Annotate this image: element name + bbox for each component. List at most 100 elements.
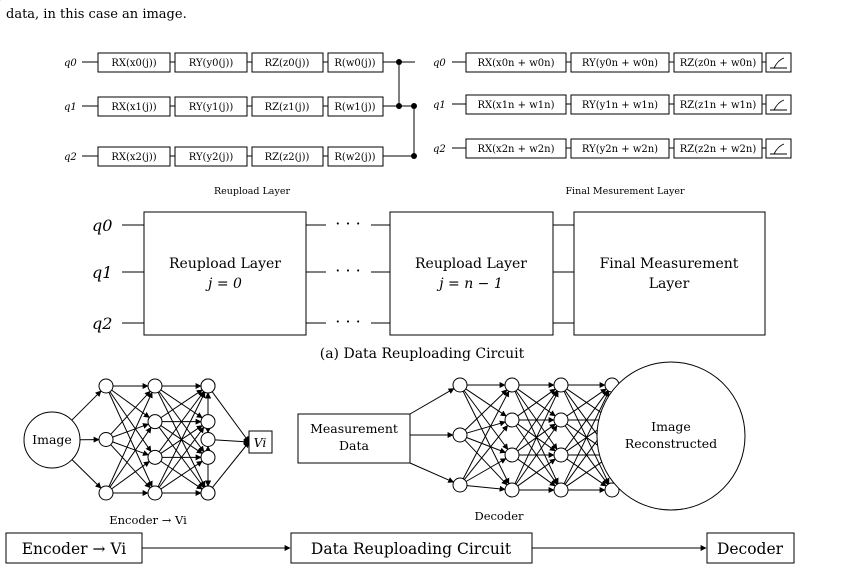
gate-rx-q0-label: RX(x0(j)) bbox=[111, 58, 156, 69]
gate-r-q1-label: R(w1(j)) bbox=[334, 102, 375, 113]
gate-rz-q1 bbox=[251, 96, 324, 117]
final-gate-ry-q1-label: RY(y1n + w1n) bbox=[582, 100, 658, 111]
nn-edge bbox=[515, 390, 558, 450]
intro-text: data, in this case an image. bbox=[6, 7, 187, 22]
reupload-block-last-index: j = n − 1 bbox=[436, 276, 503, 292]
gate-ry-q2 bbox=[174, 146, 248, 167]
nn-edge bbox=[112, 441, 149, 456]
nn-edge bbox=[409, 462, 455, 483]
nn-edge bbox=[71, 459, 102, 489]
nn-edge bbox=[463, 390, 509, 450]
nn-edge bbox=[110, 390, 151, 435]
final-gate-rz-q1-label: RZ(z1n + w1n) bbox=[680, 100, 757, 111]
gate-rx-q1 bbox=[97, 96, 171, 117]
qubit-label-q1: q1 bbox=[64, 102, 77, 113]
qubit-label-q2: q2 bbox=[433, 144, 446, 155]
final-gate-rz-q0 bbox=[673, 52, 763, 73]
ellipsis: · · · bbox=[335, 261, 360, 280]
encoder-caption: Encoder → Vi bbox=[109, 513, 187, 527]
nn-node bbox=[553, 377, 569, 393]
gate-r-q2 bbox=[327, 146, 384, 167]
nn-edge bbox=[465, 458, 507, 482]
circuit-qubit-q2: q2 bbox=[92, 314, 112, 333]
vi-output-label: Vi bbox=[254, 435, 267, 450]
nn-edge bbox=[465, 388, 507, 417]
control-dot bbox=[411, 103, 417, 109]
measurement-meter-icon bbox=[765, 138, 792, 159]
nn-edge bbox=[466, 420, 506, 434]
final-gate-rx-q1-label: RX(x1n + w1n) bbox=[478, 100, 555, 111]
nn-edge bbox=[462, 390, 510, 480]
control-dot bbox=[396, 59, 402, 65]
nn-edge bbox=[517, 458, 556, 487]
final-gate-rx-q1 bbox=[465, 94, 567, 115]
reupload-block-last-title: Reupload Layer bbox=[415, 256, 527, 272]
nn-edge bbox=[111, 461, 150, 490]
gate-rx-q1-label: RX(x1(j)) bbox=[111, 102, 156, 113]
nn-edge bbox=[564, 390, 609, 450]
nn-edge bbox=[517, 388, 556, 417]
nn-edge bbox=[211, 441, 250, 488]
nn-node bbox=[200, 378, 216, 394]
gate-rz-q1-label: RZ(z1(j)) bbox=[265, 102, 310, 113]
measurement-data-line2: Data bbox=[339, 438, 369, 453]
nn-edge bbox=[110, 444, 151, 489]
reupload-layer-circuit: q0 q1 q2 RX(x0(j)) RY(y0(j)) RZ(z0(j)) R… bbox=[64, 52, 417, 197]
gate-rz-q0-label: RZ(z0(j)) bbox=[265, 58, 310, 69]
nn-edge bbox=[462, 391, 510, 485]
nn-edge bbox=[515, 425, 558, 485]
qubit-label-q0: q0 bbox=[64, 58, 77, 69]
nn-edge bbox=[463, 424, 509, 480]
final-measurement-block-line1: Final Measurement bbox=[600, 256, 739, 272]
vi-output-box bbox=[248, 430, 273, 454]
nn-node bbox=[200, 414, 216, 430]
pipeline-encoder-label: Encoder → Vi bbox=[22, 540, 127, 558]
final-measurement-circuit: q0 q1 q2 RX(x0n + w0n) RY(y0n + w0n) RZ(… bbox=[433, 52, 792, 197]
pipeline-decoder-label: Decoder bbox=[717, 540, 784, 558]
measurement-meter-icon bbox=[765, 94, 792, 115]
nn-edge bbox=[160, 460, 203, 490]
ellipsis: · · · bbox=[335, 312, 360, 331]
nn-node bbox=[553, 447, 569, 463]
nn-edge bbox=[109, 391, 152, 453]
nn-node bbox=[147, 485, 163, 501]
reupload-layer-caption: Reupload Layer bbox=[214, 186, 290, 197]
gate-rx-q0 bbox=[97, 52, 171, 73]
nn-edge bbox=[514, 390, 559, 484]
nn-node bbox=[147, 449, 163, 465]
final-gate-ry-q1 bbox=[570, 94, 670, 115]
measurement-data-box bbox=[297, 413, 411, 464]
ellipsis: · · · bbox=[335, 214, 360, 233]
reupload-block-first bbox=[143, 211, 307, 336]
gate-r-q0-label: R(w0(j)) bbox=[334, 58, 375, 69]
final-gate-rx-q2-label: RX(x2n + w2n) bbox=[478, 144, 555, 155]
circuit-qubit-q0: q0 bbox=[92, 216, 112, 235]
reupload-block-last bbox=[389, 211, 554, 336]
qubit-label-q1: q1 bbox=[433, 100, 446, 111]
nn-edge bbox=[109, 426, 152, 488]
nn-node bbox=[98, 432, 114, 447]
reupload-block-first-title: Reupload Layer bbox=[169, 256, 281, 272]
final-gate-rz-q1 bbox=[673, 94, 763, 115]
control-dot bbox=[411, 153, 417, 159]
nn-node bbox=[504, 377, 520, 393]
nn-edge bbox=[160, 389, 203, 419]
final-measurement-block bbox=[573, 211, 766, 336]
nn-node bbox=[98, 378, 114, 394]
final-layer-caption: Final Mesurement Layer bbox=[565, 186, 685, 197]
final-gate-rx-q2 bbox=[465, 138, 567, 159]
final-gate-rz-q0-label: RZ(z0n + w0n) bbox=[680, 58, 757, 69]
gate-rx-q2-label: RX(x2(j)) bbox=[111, 152, 156, 163]
final-gate-ry-q0 bbox=[570, 52, 670, 73]
gate-ry-q1-label: RY(y1(j)) bbox=[189, 102, 234, 113]
final-gate-ry-q2 bbox=[570, 138, 670, 159]
gate-ry-q0-label: RY(y0(j)) bbox=[189, 58, 234, 69]
gate-rz-q2-label: RZ(z2(j)) bbox=[265, 152, 310, 163]
nn-edge bbox=[108, 391, 153, 487]
nn-node bbox=[553, 482, 569, 498]
nn-node bbox=[147, 378, 163, 394]
nn-node bbox=[200, 449, 216, 465]
nn-edge bbox=[464, 439, 508, 486]
nn-node bbox=[98, 485, 114, 501]
nn-edge bbox=[112, 423, 149, 438]
